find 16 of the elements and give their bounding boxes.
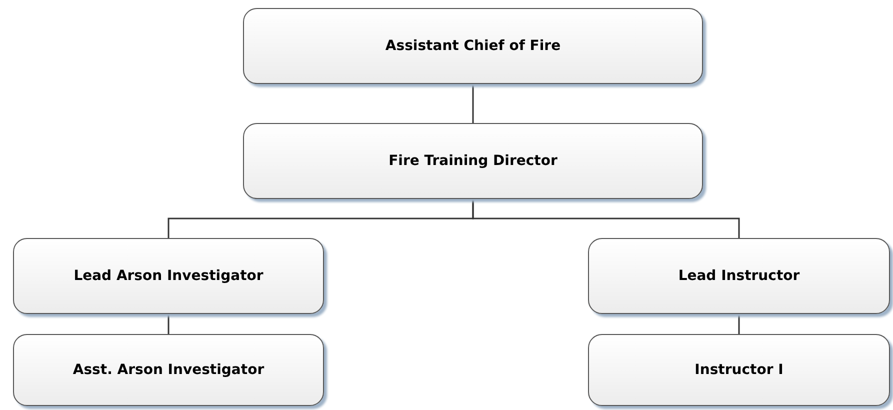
role-box (243, 123, 703, 199)
role-box (13, 334, 324, 406)
role-title: Fire Training Director (388, 153, 558, 169)
connector-line (472, 84, 474, 123)
role-box (588, 334, 890, 406)
role-box (588, 238, 890, 314)
role-title: Lead Instructor (678, 268, 800, 284)
role-title: Lead Arson Investigator (74, 268, 264, 284)
role-title: Assistant Chief of Fire (385, 38, 561, 54)
connector-line (472, 199, 740, 238)
role-box (243, 8, 703, 84)
connector-line (738, 314, 740, 334)
connector-line (168, 314, 170, 334)
role-title: Asst. Arson Investigator (72, 362, 264, 378)
role-box (13, 238, 324, 314)
role-title: Instructor I (694, 362, 784, 378)
